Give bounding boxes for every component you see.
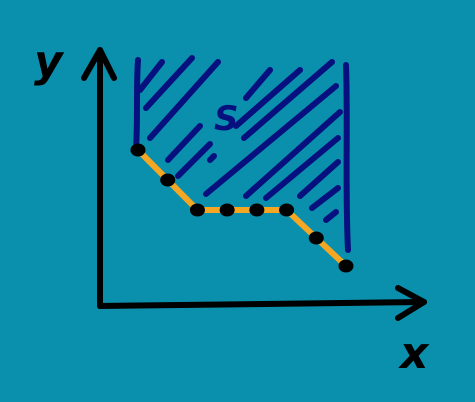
frontier-point-7 xyxy=(308,231,324,245)
y-axis-arrowhead xyxy=(81,47,117,81)
axes xyxy=(81,47,427,321)
frontier-point-1 xyxy=(130,143,146,157)
x-axis-arrowhead xyxy=(395,285,427,321)
frontier-point-2 xyxy=(160,173,176,187)
frontier-point-4 xyxy=(219,203,235,217)
frontier-point-8 xyxy=(338,259,354,273)
region-left-boundary xyxy=(133,57,141,151)
frontier-points xyxy=(130,143,354,273)
region-s-hatching xyxy=(133,55,351,253)
region-label: S xyxy=(214,99,239,139)
frontier-point-5 xyxy=(249,203,265,217)
frontier-point-6 xyxy=(279,203,295,217)
x-axis-line xyxy=(97,299,427,309)
y-axis-label: y xyxy=(34,36,65,87)
x-axis-label: x xyxy=(398,328,430,379)
region-right-boundary xyxy=(343,62,351,253)
frontier-point-3 xyxy=(189,203,205,217)
